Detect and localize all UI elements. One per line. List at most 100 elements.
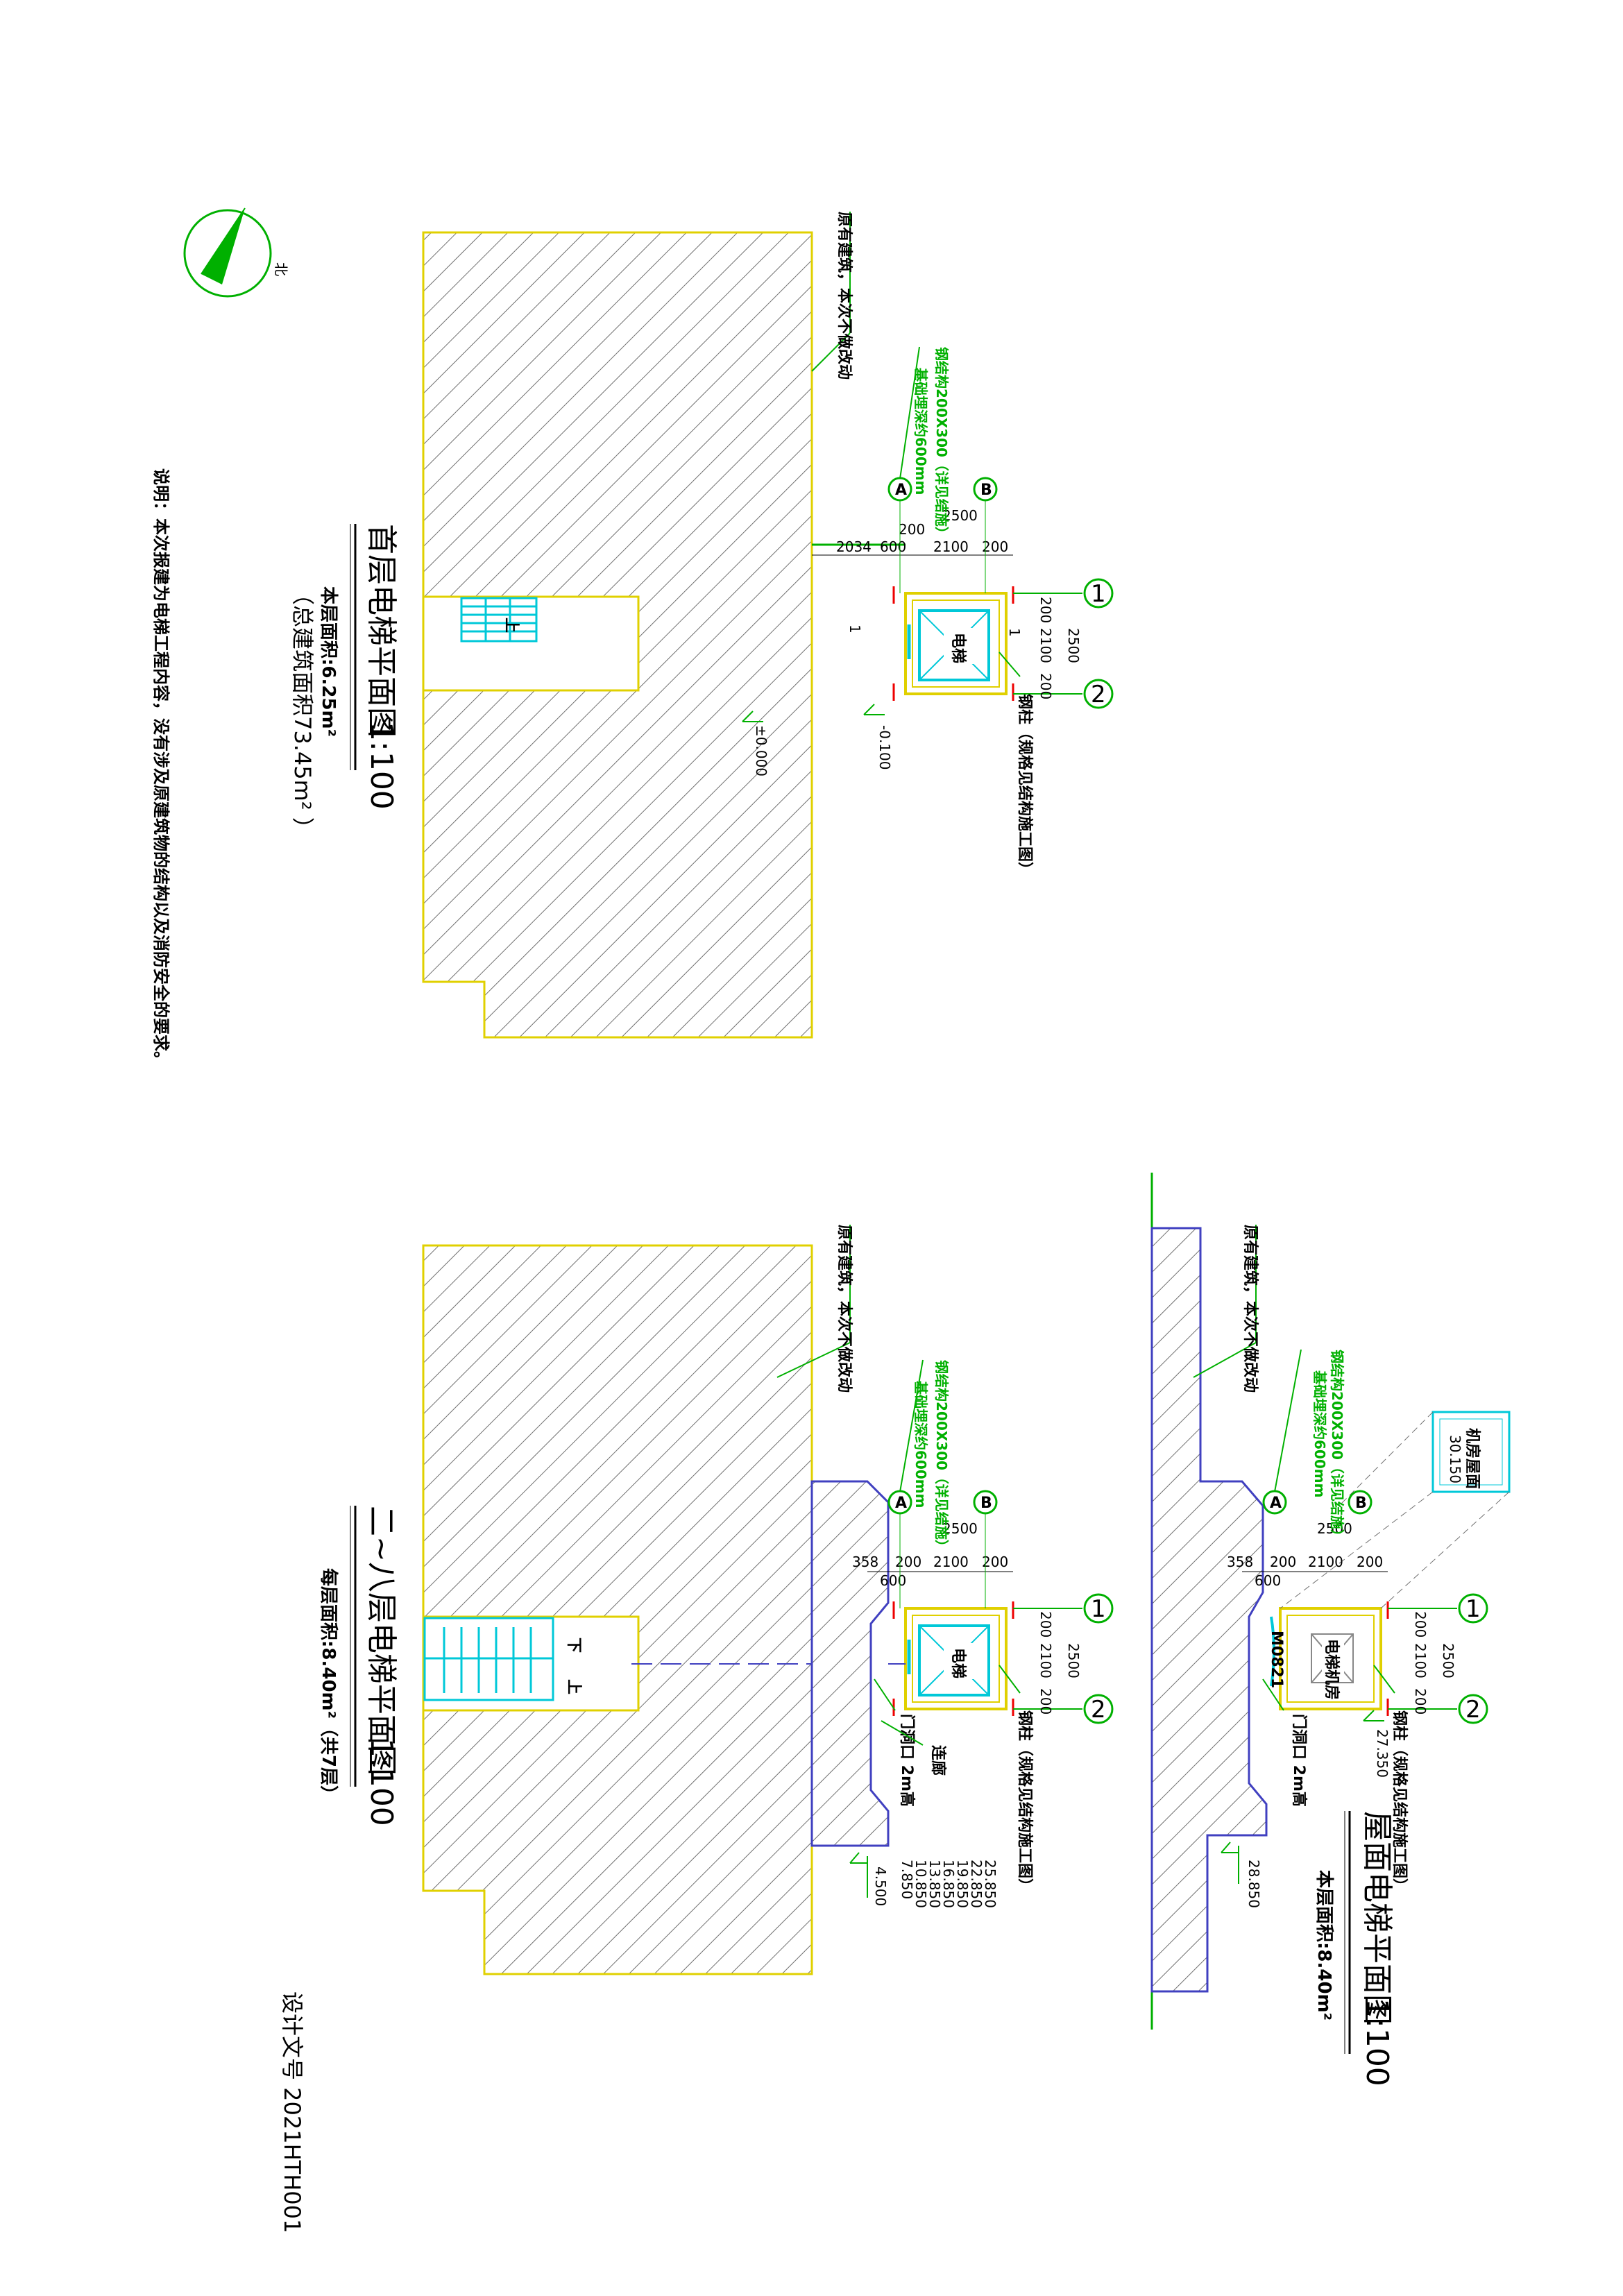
dim-top-1-3: 2100 [933,538,969,555]
dim-top-1-4: 200 [982,538,1008,555]
plan3-title: 屋面电梯平面图 [1359,1811,1395,2025]
callout-steel-2b: 基础埋深约600mm [912,1381,929,1508]
elevator-shaft-1 [904,592,1008,695]
elev-2-1: 22.850 [968,1860,985,1908]
callout-steel-3b: 基础埋深约600mm [1311,1370,1328,1497]
elev-2-4: 13.850 [926,1860,943,1908]
elevator-car-2 [918,1624,990,1697]
dim-top-1-1: 600 [880,538,906,555]
dim-top-3-2: 200 [1270,1554,1296,1570]
elev-2-5: 10.850 [912,1860,929,1908]
axis-2-1: 2 [1091,681,1106,708]
elev-2-6: 7.850 [899,1860,915,1899]
callout-walkway-2: 连廊 [929,1745,947,1776]
dim-top-3-3: 2100 [1308,1554,1343,1570]
elev-2-3: 16.850 [940,1860,957,1908]
stair-area-1 [422,595,640,692]
dim-top-3-4: 200 [1357,1554,1383,1570]
plan3-scale: 1:100 [1359,1998,1395,2086]
axis-a-2: A [895,1495,907,1512]
plan3-area: 本层面积:8.40m² [1314,1870,1334,2021]
existing-building-2 [422,1244,813,1975]
dim-top-2-0: 358 [852,1554,878,1570]
note-text: 说明：本次报建为电梯工程内容，没有涉及原建筑物的结构以及消防安全的要求。 [151,468,171,1068]
dim-side-total-3: 2500 [1440,1643,1456,1678]
elev-roof-3: 28.850 [1246,1860,1262,1908]
dim-side-1-1: 2100 [1037,628,1054,663]
walkway-2 [810,1480,890,1847]
dim-top-2-2: 200 [895,1554,921,1570]
plan-roof: 电梯机房 M0821 机房屋面 30.150 358 600 200 2100 … [1150,1173,1511,2086]
stair-label-1: 上 [502,618,520,633]
door-code-3: M0821 [1268,1631,1285,1688]
dim-side-3-1: 2100 [1412,1643,1429,1678]
existing-building-3 [1150,1227,1268,1993]
plan1-scale: 1:100 [364,722,399,810]
callout-steel-1b: 基础埋深约600mm [912,368,929,495]
callout-column-2: 钢柱（规格见结构施工图） [1016,1710,1034,1894]
axis-1-3: 1 [1465,1595,1481,1623]
elevator-label-1: 电梯 [949,633,967,663]
callout-steel-1a: 钢结构200X300（详见结施） [933,347,950,541]
axis-a-3: A [1270,1495,1282,1512]
axis-2-2: 2 [1091,1696,1106,1724]
plan2-title: 二~八层电梯平面图 [364,1506,399,1776]
callout-column-1: 钢柱（规格见结构施工图） [1016,694,1034,877]
dim-total-1: 2500 [942,507,978,524]
callout-column-3: 钢柱（规格见结构施工图） [1391,1710,1409,1894]
dim-total-3: 2500 [1317,1520,1352,1537]
elevation-neg-1: -0.100 [876,725,893,769]
dim-top-1-2: 200 [899,521,925,538]
dim-side-2-0: 200 [1037,1611,1054,1638]
plan1-total-area: （总建筑面积73.45m² ） [289,583,316,840]
axis-b-3: B [1355,1495,1367,1512]
callout-door-3: 门洞口 2m高 [1290,1714,1308,1807]
plan1-area: 本层面积:6.25m² [318,586,339,737]
callout-door-2: 门洞口 2m高 [898,1714,916,1807]
dim-side-total-1: 2500 [1065,628,1082,663]
plan2-area: 每层面积:8.40m²（共7层） [318,1568,339,1803]
stair-up-2: 上 [565,1679,582,1694]
dim-side-1-0: 200 [1037,597,1054,623]
dim-top-3-1: 600 [1255,1572,1281,1589]
plan-upper-floors: 下 上 电梯 358 600 200 2100 200 2500 A [318,1225,1114,1975]
plan1-title: 首层电梯平面图 [364,524,399,738]
callout-steel-2a: 钢结构200X300（详见结施） [933,1360,950,1554]
dim-side-3-2: 200 [1412,1688,1429,1715]
machine-room-label: 电梯机房 [1323,1639,1341,1700]
elev-2-2: 19.850 [954,1860,971,1908]
elevation-0-1: ±0.000 [753,725,770,776]
section-mark-1: 1 [847,624,863,633]
north-arrow: 北 [183,207,289,298]
roof-box-elev: 30.150 [1447,1435,1463,1483]
section-mark-1b: 1 [1006,628,1023,637]
dim-top-1-0: 2034 [836,538,872,555]
stair-down-2: 下 [565,1638,582,1653]
dim-top-2-1: 600 [880,1572,906,1589]
axis-1-1: 1 [1091,580,1106,608]
stair-treads-1 [460,597,538,643]
roof-box-label: 机房屋面 [1463,1428,1481,1489]
callout-building-1: 原有建筑，本次不做改动 [835,212,853,380]
elev-2-7: 4.500 [872,1866,889,1906]
axis-a-1: A [895,482,907,499]
dim-side-total-2: 2500 [1065,1643,1082,1678]
plan-ground-floor: 上 电梯 1 1 2034 600 200 2100 200 2500 [289,212,1114,1039]
plan2-scale: 1:100 [364,1738,399,1826]
axis-2-3: 2 [1465,1696,1481,1724]
axis-b-2: B [980,1495,992,1512]
doc-number: 设计文号 2021HTH001 [279,1991,305,2233]
elevator-shaft-2 [904,1607,1008,1710]
dim-side-3-0: 200 [1412,1611,1429,1638]
machine-room-3 [1279,1607,1382,1710]
dim-top-2-4: 200 [982,1554,1008,1570]
north-label: 北 [273,262,289,276]
column-marks-1 [892,586,1014,701]
stair-treads-2 [423,1617,554,1701]
dim-side-2-2: 200 [1037,1688,1054,1715]
dim-side-1-2: 200 [1037,673,1054,699]
dim-top-3-0: 358 [1227,1554,1253,1570]
dim-total-2: 2500 [942,1520,978,1537]
dim-top-2-3: 2100 [933,1554,969,1570]
